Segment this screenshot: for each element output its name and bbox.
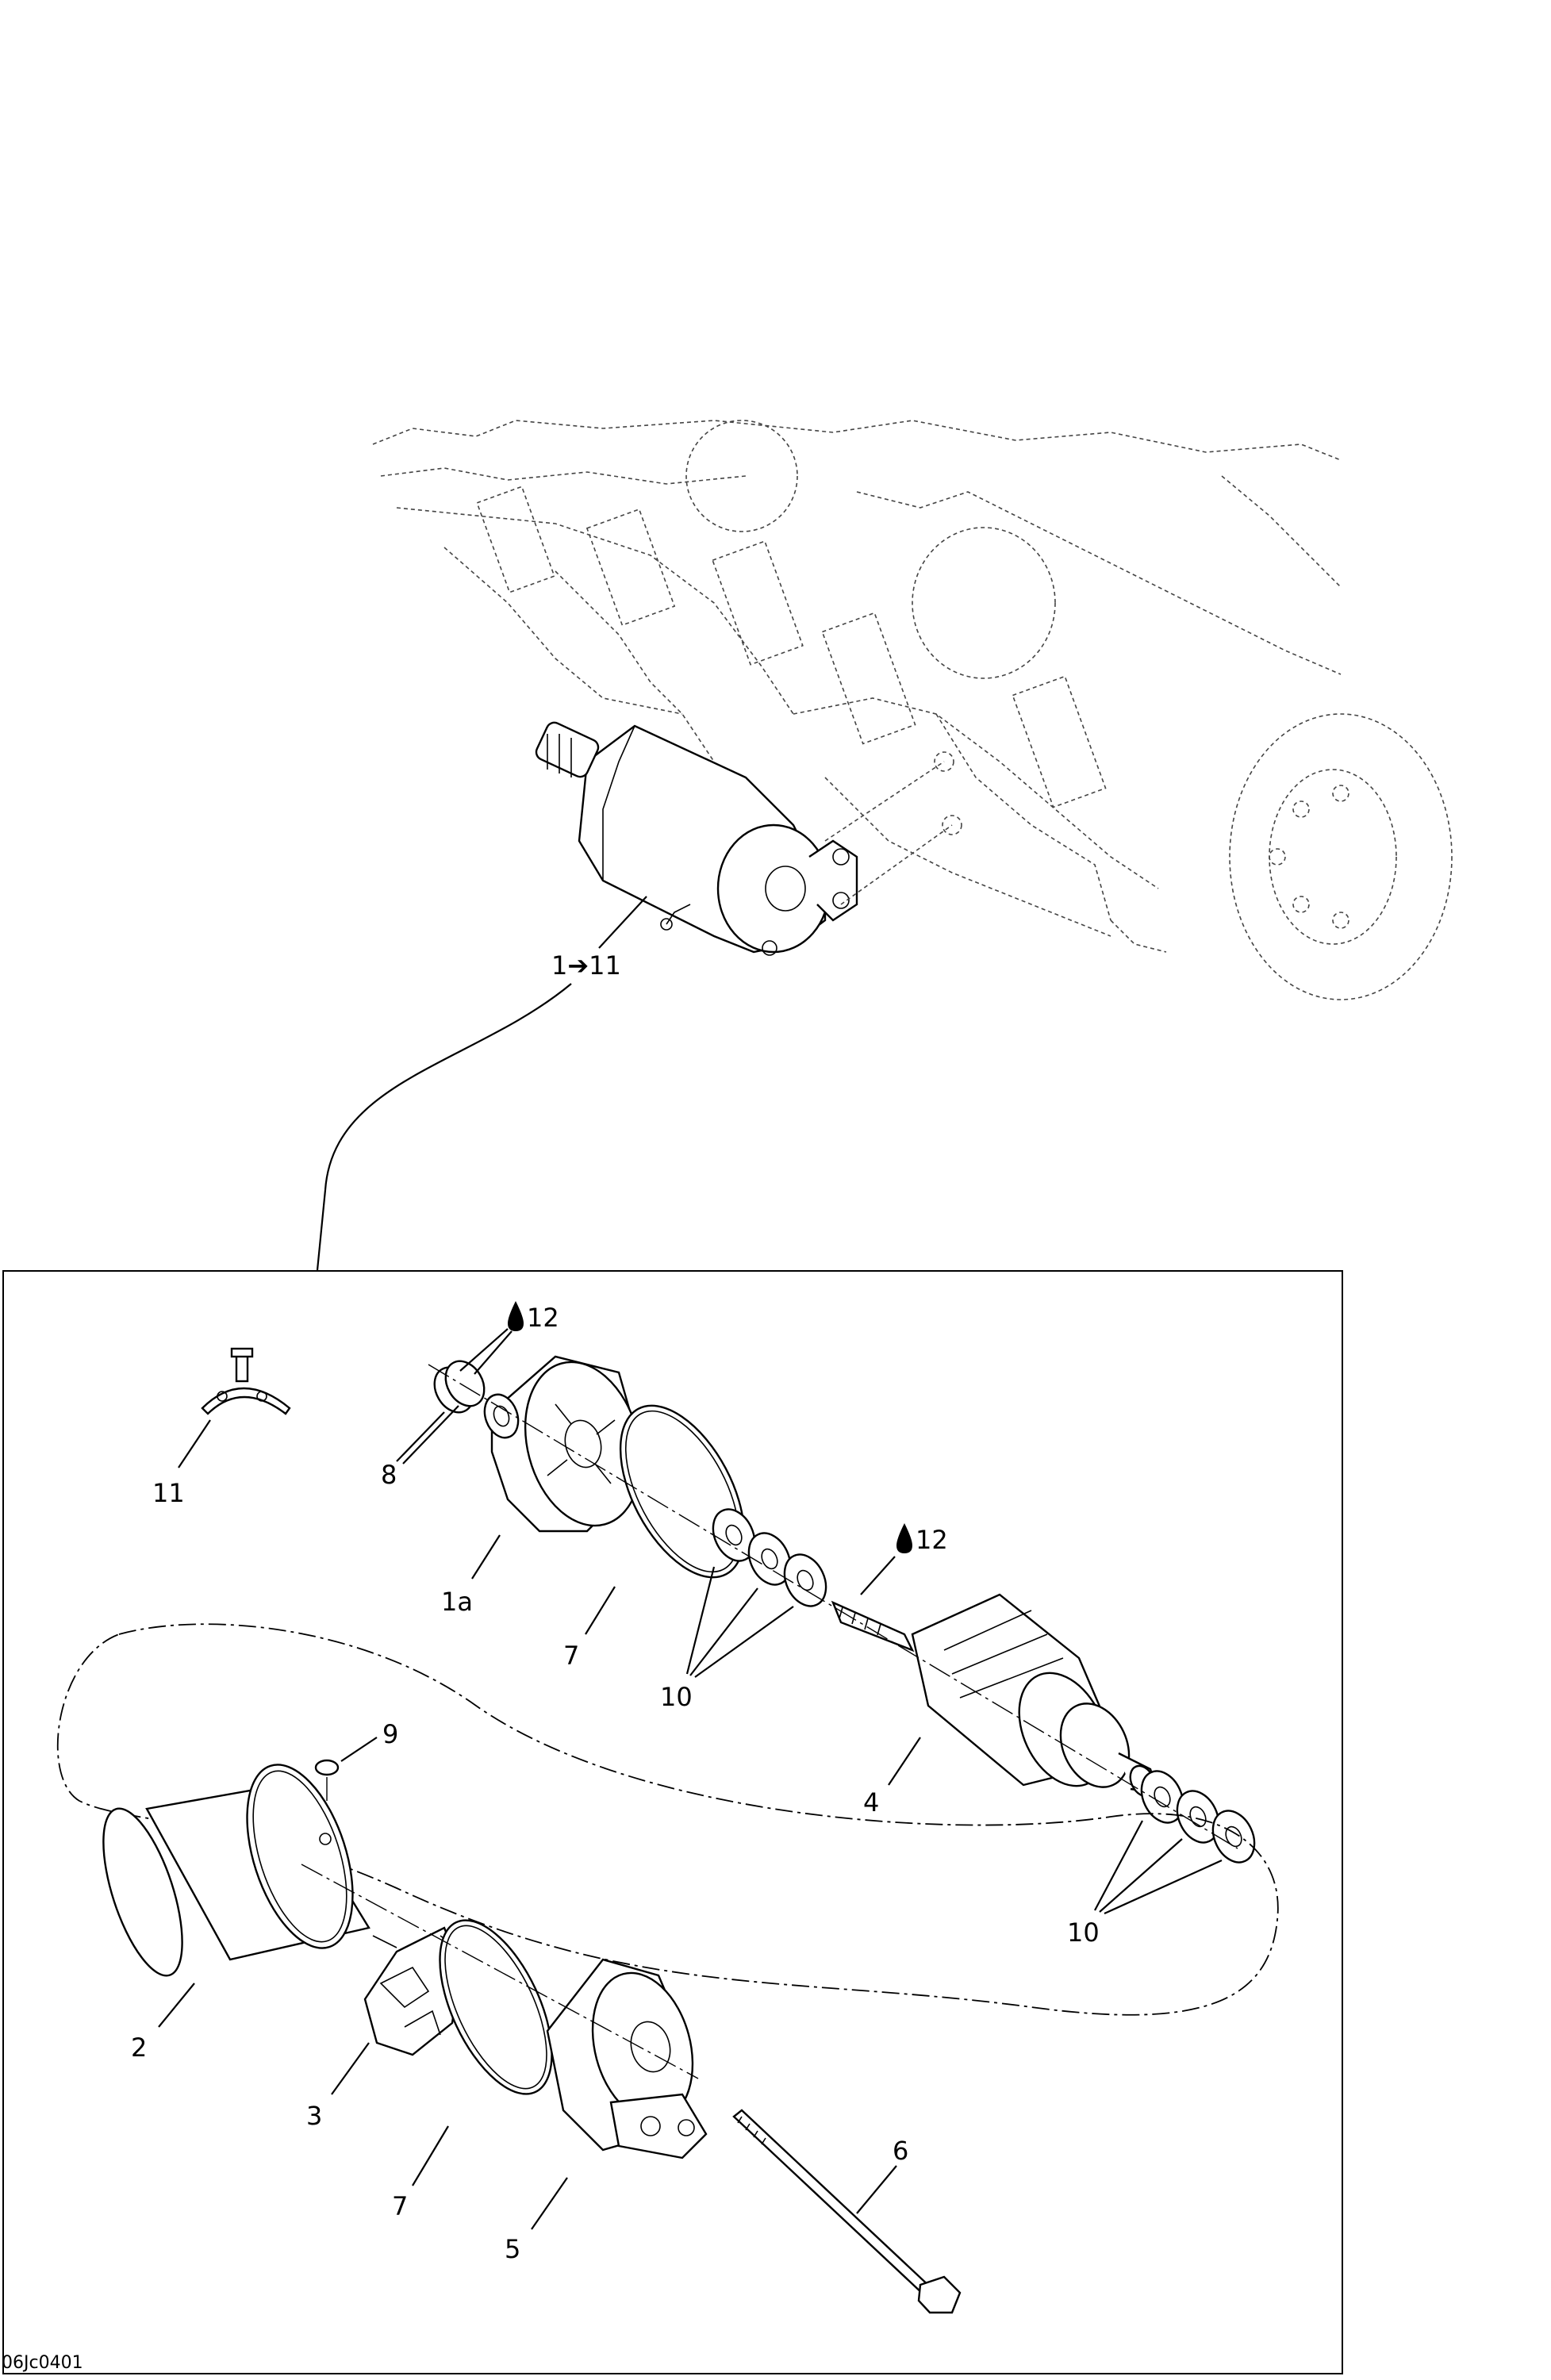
leader-line-12a-right [474, 1330, 513, 1375]
part-1a-drive-end-housing [483, 1355, 643, 1533]
callout-8: 8 [381, 1460, 397, 1490]
figure-reference-code: 06Jc0401 [2, 2353, 83, 2373]
leader-line-10-upper-c [694, 1606, 794, 1678]
part-10-washers-lower [1140, 1770, 1256, 1864]
callout-4: 4 [863, 1787, 879, 1818]
leader-line-10-upper-a [685, 1566, 716, 1675]
leader-line-8a [396, 1411, 445, 1462]
part-7-gasket-lower [439, 1919, 553, 2095]
callout-9: 9 [382, 1719, 398, 1749]
callout-11: 11 [152, 1478, 185, 1508]
part-5-commutator-end-housing [546, 1958, 708, 2159]
callout-10-upper: 10 [660, 1682, 693, 1712]
detail-frame [2, 1270, 1343, 2374]
leader-line-10-upper-b [689, 1587, 758, 1676]
callout-12-shaft: 12 [916, 1525, 948, 1555]
overview-to-detail-connector [316, 983, 572, 1271]
part-4-armature [831, 1593, 1160, 1798]
leader-line-12-shaft [860, 1556, 896, 1595]
leader-line-4 [888, 1737, 921, 1786]
part-8-o-rings [433, 1360, 486, 1414]
leader-line-6 [856, 2165, 897, 2214]
leader-line-3 [331, 2042, 370, 2095]
callout-6: 6 [893, 2136, 908, 2166]
callout-10-lower: 10 [1067, 1917, 1100, 1948]
callout-3: 3 [306, 2101, 322, 2131]
callout-5: 5 [505, 2234, 520, 2264]
part-9-o-ring [314, 1759, 340, 1776]
leader-line-8b [402, 1405, 459, 1464]
leader-line-overview [598, 896, 647, 949]
callout-2: 2 [131, 2033, 147, 2063]
leader-line-2 [158, 1983, 195, 2028]
leader-line-5 [531, 2177, 568, 2230]
part-11-bracket [201, 1347, 291, 1415]
leader-line-10-lower-b [1099, 1838, 1183, 1913]
callout-1-to-11: 1➔11 [551, 950, 621, 981]
callout-7-lower: 7 [392, 2191, 408, 2221]
leader-line-7-upper [585, 1586, 616, 1635]
engine-block-overview [372, 420, 1453, 1000]
callout-12-top: 12 [527, 1303, 559, 1333]
callout-1a: 1a [441, 1587, 473, 1617]
leader-line-1a [471, 1534, 501, 1580]
leader-line-7-lower [412, 2125, 449, 2186]
leader-line-11 [178, 1419, 211, 1468]
leader-line-12a-left [459, 1328, 509, 1372]
callout-7-upper: 7 [563, 1641, 579, 1671]
part-2-yoke [102, 1764, 370, 1977]
grease-drop-icon [508, 1301, 524, 1331]
leader-line-9 [340, 1737, 378, 1762]
grease-drop-icon-2 [896, 1523, 912, 1553]
part-6-through-bolt [732, 2109, 962, 2314]
leader-line-10-lower-a [1094, 1820, 1143, 1911]
assembly-axis-lower [301, 1864, 699, 2079]
leader-line-10-lower-c [1104, 1859, 1223, 1915]
starter-assembly-overview [535, 721, 962, 956]
part-10-washers-upper [712, 1508, 827, 1607]
assembly-axis-upper [428, 1364, 1238, 1849]
